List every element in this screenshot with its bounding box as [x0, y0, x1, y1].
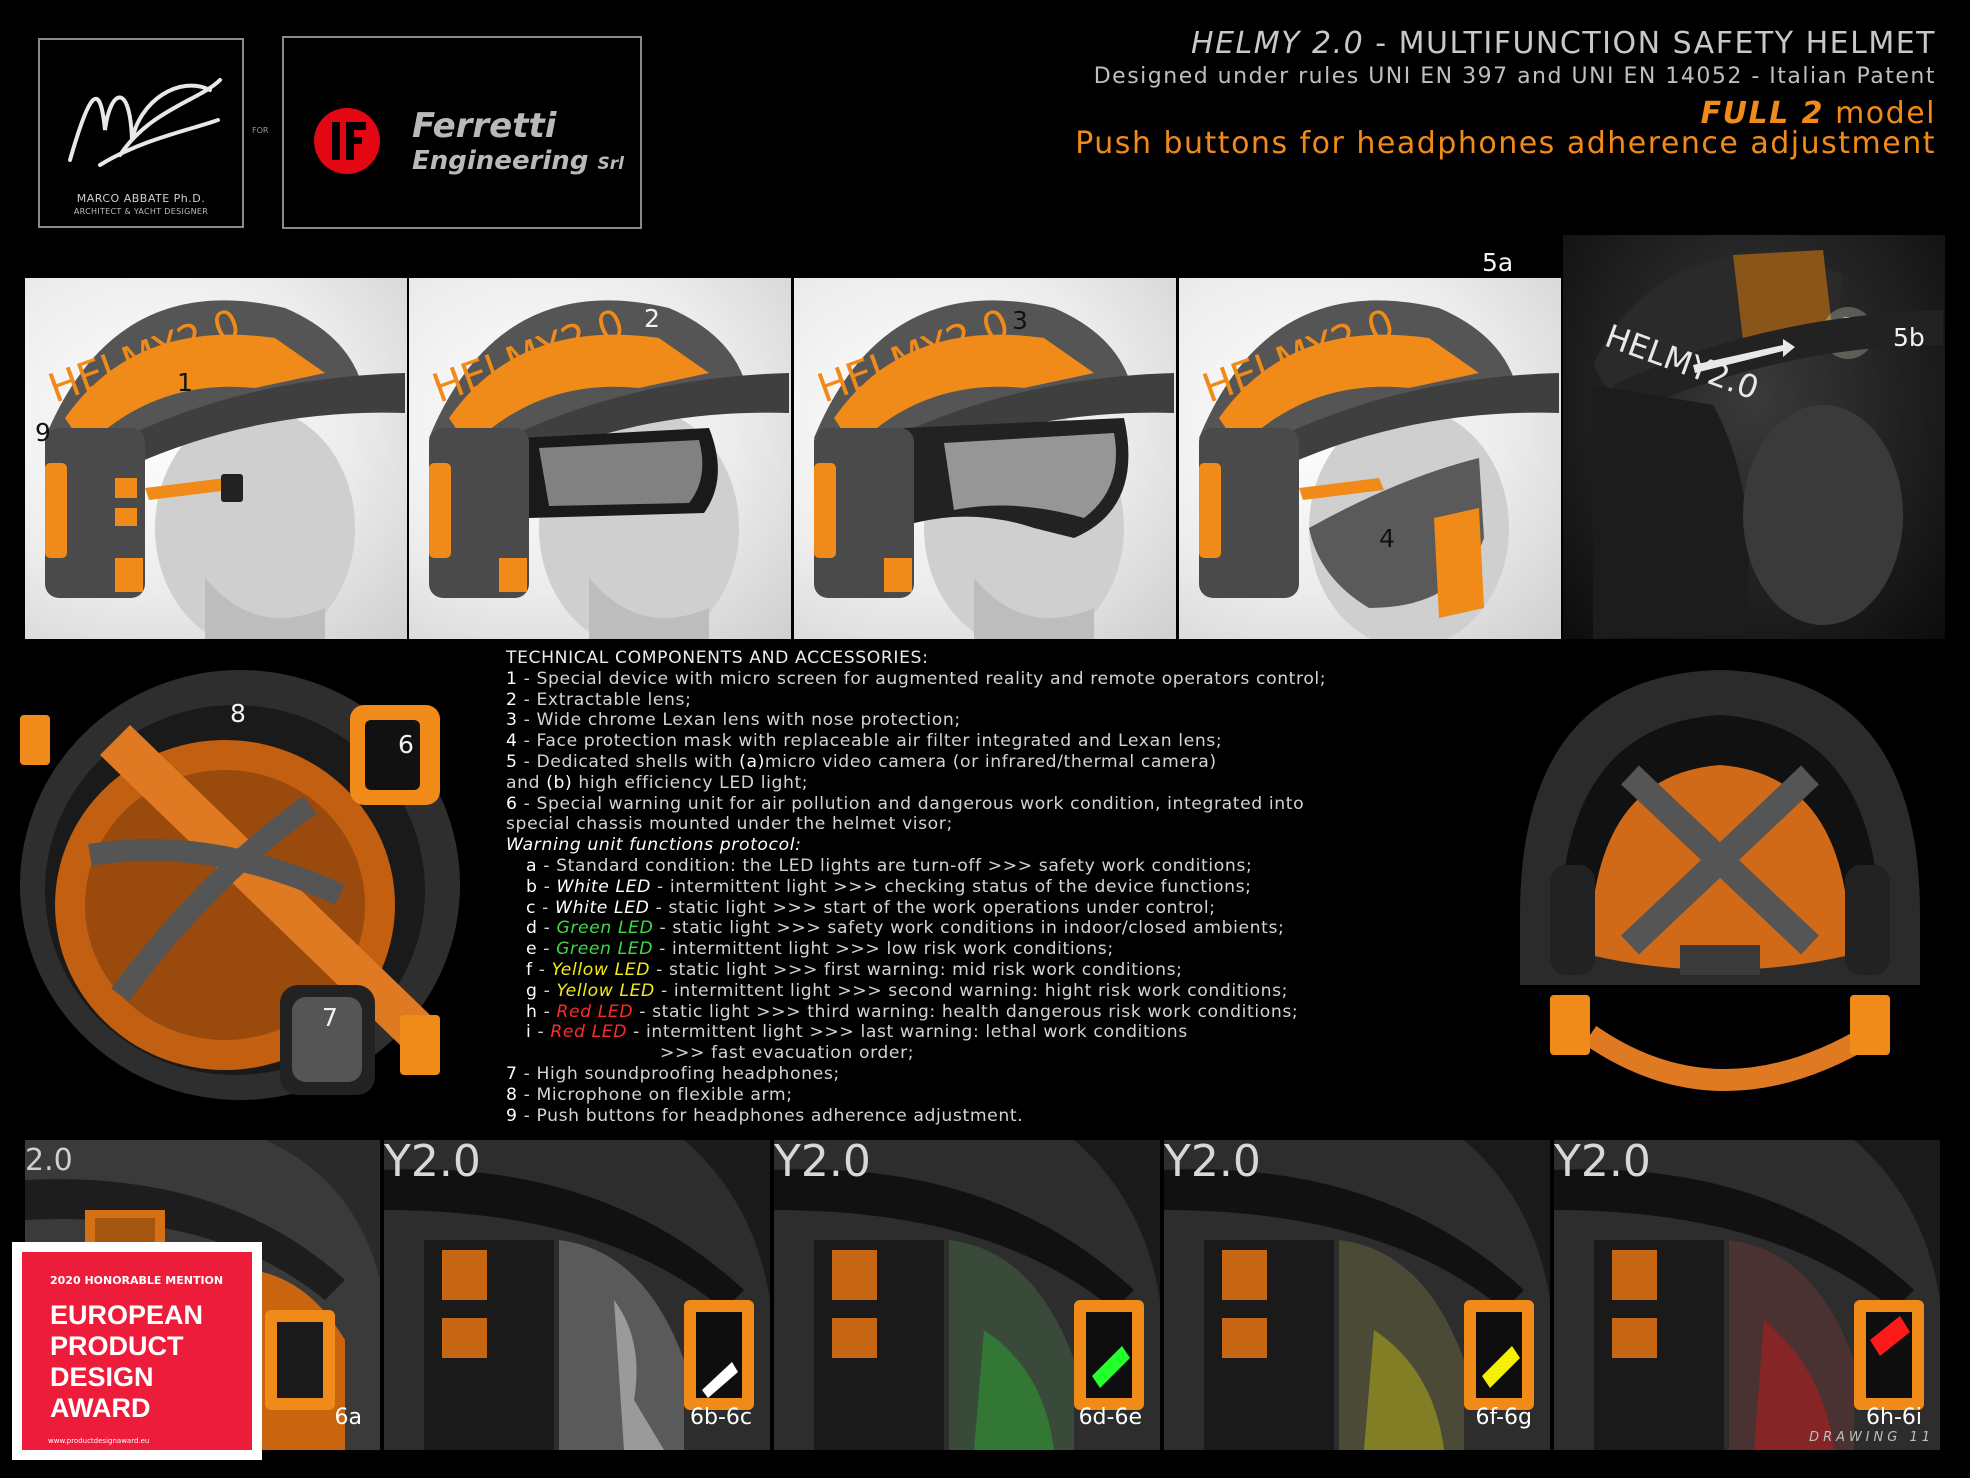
protocol-heading: Warning unit functions protocol:: [506, 835, 802, 856]
label-6d-6e: 6d-6e: [1078, 1405, 1142, 1430]
tech-item-6: 6 - Special warning unit for air polluti…: [506, 793, 1305, 814]
label-6f-6g: 6f-6g: [1475, 1405, 1532, 1430]
protocol-b: b - White LED - intermittent light >>> c…: [526, 876, 1252, 897]
svg-text:Y2.0: Y2.0: [1164, 1140, 1261, 1187]
tech-item-4: 4 - Face protection mask with replaceabl…: [506, 731, 1223, 752]
led-render-6d: Y2.0: [774, 1140, 1160, 1450]
tech-heading: TECHNICAL COMPONENTS AND ACCESSORIES:: [506, 648, 929, 668]
protocol-f: f - Yellow LED - static light >>> first …: [526, 959, 1183, 980]
award-title: EUROPEAN PRODUCT DESIGN AWARD: [50, 1300, 204, 1423]
company-name: Ferretti: [412, 106, 557, 146]
technical-components-text: TECHNICAL COMPONENTS AND ACCESSORIES: 1 …: [506, 648, 1536, 1126]
award-badge-inner: 2020 HONORABLE MENTION EUROPEAN PRODUCT …: [22, 1252, 252, 1450]
label-6b-6c: 6b-6c: [690, 1405, 752, 1430]
helmet-view-5: HELMY2.0 5b: [1563, 235, 1945, 639]
callout-1: 1: [177, 368, 193, 397]
protocol-c: c - White LED - static light >>> start o…: [526, 897, 1216, 918]
callout-5b: 5b: [1893, 323, 1925, 352]
svg-text:2.0: 2.0: [25, 1143, 73, 1178]
for-label: FOR: [252, 126, 269, 135]
led-render-6f: Y2.0: [1164, 1140, 1550, 1450]
callout-6: 6: [398, 730, 414, 759]
svg-text:Y2.0: Y2.0: [774, 1140, 871, 1187]
led-indicator-red: [1870, 1316, 1910, 1356]
designer-name: MARCO ABBATE Ph.D.: [76, 192, 206, 205]
interior-render-left: [20, 670, 460, 1100]
helmet-view-3: HELMY2.0 3: [794, 278, 1176, 639]
led-view-6b: Y2.0 6b-6c: [384, 1140, 770, 1450]
callout-2: 2: [644, 304, 660, 333]
protocol-e: e - Green LED - intermittent light >>> l…: [526, 939, 1114, 960]
page-title: HELMY 2.0 - MULTIFUNCTION SAFETY HELMET: [1191, 26, 1936, 61]
tech-item-5: 5 - Dedicated shells with (a)micro video…: [506, 751, 1217, 772]
protocol-i: i - Red LED - intermittent light >>> las…: [526, 1022, 1188, 1043]
tech-item-7: 7 - High soundproofing headphones;: [506, 1063, 840, 1084]
model-label: FULL 2 model: [1700, 96, 1936, 131]
callout-7: 7: [322, 1003, 338, 1032]
model-description: Push buttons for headphones adherence ad…: [1075, 126, 1936, 161]
tech-item-6-cont: special chassis mounted under the helmet…: [506, 814, 953, 835]
tech-item-9: 9 - Push buttons for headphones adherenc…: [506, 1105, 1024, 1126]
led-indicator-green: [1092, 1346, 1130, 1388]
tech-item-8: 8 - Microphone on flexible arm;: [506, 1084, 793, 1105]
callout-4: 4: [1379, 524, 1395, 553]
signature-mark: [68, 78, 222, 167]
helmet-view-1: HELMY2.0 1 9: [25, 278, 407, 639]
award-mention: 2020 HONORABLE MENTION: [50, 1274, 224, 1287]
svg-text:Y2.0: Y2.0: [1554, 1140, 1651, 1187]
protocol-h: h - Red LED - static light >>> third war…: [526, 1001, 1299, 1022]
helmet-render-5: HELMY2.0: [1593, 250, 1943, 639]
callout-3: 3: [1012, 306, 1028, 335]
award-url: www.productdesignaward.eu: [48, 1437, 150, 1445]
svg-text:Y2.0: Y2.0: [384, 1140, 481, 1187]
led-view-6h: Y2.0 6h-6i: [1554, 1140, 1940, 1450]
helmet-render-1: HELMY2.0: [43, 300, 405, 639]
protocol-i-cont: >>> fast evacuation order;: [660, 1043, 915, 1064]
page-subtitle: Designed under rules UNI EN 397 and UNI …: [1093, 64, 1936, 89]
tech-item-3: 3 - Wide chrome Lexan lens with nose pro…: [506, 710, 961, 731]
label-6h-6i: 6h-6i: [1866, 1405, 1922, 1430]
protocol-d: d - Green LED - static light >>> safety …: [526, 918, 1285, 939]
helmet-interior-right: [1480, 655, 1960, 1125]
protocol-g: g - Yellow LED - intermittent light >>> …: [526, 980, 1289, 1001]
helmet-view-4: HELMY2.0 4: [1179, 278, 1561, 639]
callout-5a: 5a: [1482, 248, 1514, 277]
designer-logo: MARCO ABBATE Ph.D. ARCHITECT & YACHT DES…: [38, 38, 244, 228]
led-indicator-yellow: [1482, 1346, 1520, 1388]
ferretti-logo: Ferretti Engineering Srl: [282, 36, 642, 229]
helmet-view-2: HELMY2.0 2: [409, 278, 791, 639]
helmet-render-2: HELMY2.0: [427, 300, 789, 639]
drawing-number: DRAWING 11: [1809, 1430, 1934, 1445]
callout-9: 9: [35, 418, 51, 447]
award-badge: 2020 HONORABLE MENTION EUROPEAN PRODUCT …: [12, 1242, 262, 1460]
callout-8: 8: [230, 699, 246, 728]
label-6a: 6a: [334, 1405, 362, 1430]
led-view-6d: Y2.0 6d-6e: [774, 1140, 1160, 1450]
helmet-render-3: HELMY2.0: [812, 300, 1174, 639]
ferretti-mark-icon: [314, 108, 380, 174]
led-render-6b: Y2.0: [384, 1140, 770, 1450]
led-view-6f: Y2.0 6f-6g: [1164, 1140, 1550, 1450]
tech-item-1: 1 - Special device with micro screen for…: [506, 668, 1327, 689]
interior-render-right: [1520, 670, 1920, 1091]
helmet-render-4: HELMY2.0: [1197, 300, 1559, 639]
protocol-a: a - Standard condition: the LED lights a…: [526, 855, 1253, 876]
designer-title: ARCHITECT & YACHT DESIGNER: [73, 207, 209, 216]
helmet-interior-left: 8 6 7: [10, 655, 490, 1115]
led-render-6h: Y2.0: [1554, 1140, 1940, 1450]
company-name-2: Engineering Srl: [412, 146, 624, 176]
tech-item-5-cont: and (b) high efficiency LED light;: [506, 772, 809, 793]
led-indicator-white: [702, 1362, 738, 1398]
tech-item-2: 2 - Extractable lens;: [506, 689, 692, 710]
